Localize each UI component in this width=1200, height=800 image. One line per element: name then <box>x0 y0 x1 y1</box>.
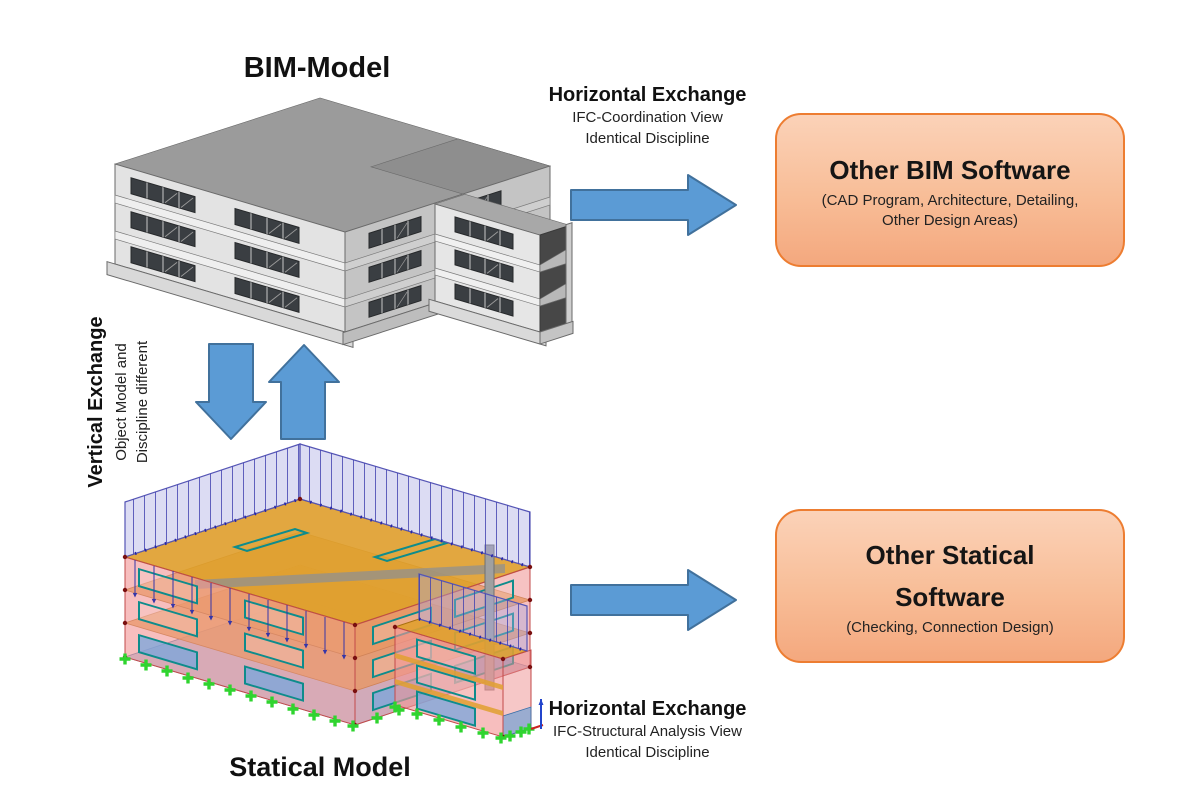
arrow-right-bottom <box>570 569 737 631</box>
other-statical-software-title2: Software <box>895 582 1005 612</box>
horizontal-exchange-bottom: Horizontal Exchange IFC-Structural Analy… <box>520 697 775 763</box>
load-bands <box>124 443 531 660</box>
horizontal-exchange-bottom-title: Horizontal Exchange <box>548 698 747 720</box>
statical-model-title: Statical Model <box>229 752 411 782</box>
axis-glyph <box>530 699 544 730</box>
other-bim-software-sub1: (CAD Program, Architecture, Detailing, <box>821 192 1079 209</box>
bim-model-title: BIM-Model <box>243 52 391 84</box>
horizontal-exchange-top-line2: Identical Discipline <box>585 130 710 147</box>
bim-wing-open-section <box>539 222 574 345</box>
statical-model <box>117 443 544 746</box>
horizontal-exchange-bottom-line1: IFC-Structural Analysis View <box>553 723 742 740</box>
other-statical-software-sub: (Checking, Connection Design) <box>846 619 1054 636</box>
bim-left-facade <box>106 163 354 348</box>
other-bim-software-sub2: Other Design Areas) <box>882 212 1018 229</box>
vertical-exchange-arrows <box>195 343 340 440</box>
wing <box>393 618 532 738</box>
horizontal-exchange-bottom-line2: Identical Discipline <box>585 744 710 761</box>
other-statical-software-title1: Other Statical <box>865 540 1035 570</box>
bim-wing-facade <box>428 203 547 347</box>
other-statical-software-box: Other Statical Software (Checking, Conne… <box>775 509 1125 663</box>
arrow-up <box>268 344 340 440</box>
load-band-wing <box>418 573 528 653</box>
horizontal-exchange-top-title: Horizontal Exchange <box>548 84 747 106</box>
other-bim-software-title: Other BIM Software <box>829 155 1071 185</box>
other-bim-software-box: Other BIM Software (CAD Program, Archite… <box>775 113 1125 267</box>
bim-building-model <box>106 97 574 348</box>
horizontal-exchange-top-line1: IFC-Coordination View <box>572 109 723 126</box>
arrow-down <box>195 343 267 440</box>
arrow-right-top <box>570 174 737 236</box>
horizontal-exchange-top: Horizontal Exchange IFC-Coordination Vie… <box>520 83 775 149</box>
